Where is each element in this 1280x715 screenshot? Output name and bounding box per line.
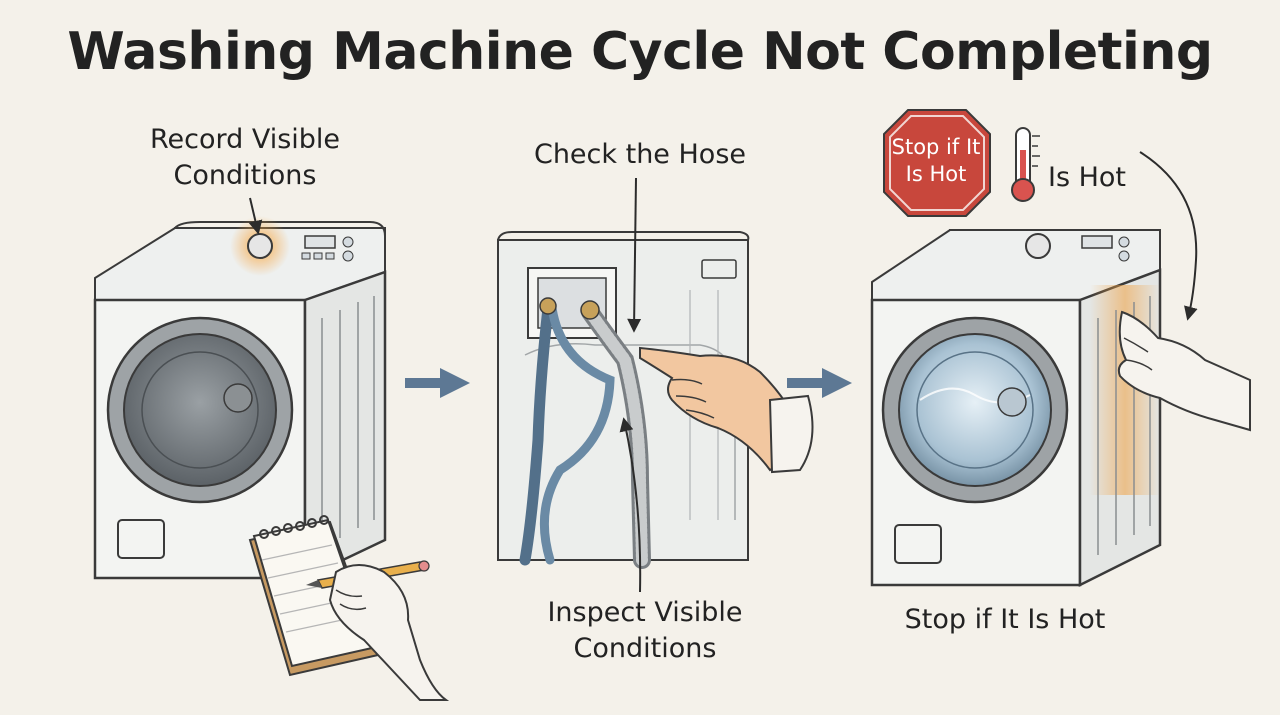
hose-icon <box>519 297 651 569</box>
step-hose-label: Check the Hose <box>533 139 747 170</box>
stop-sign-line1: Stop if It <box>891 135 981 159</box>
step-stop-label: Stop if It Is Hot <box>904 604 1106 635</box>
heat-pointer-arrow <box>1139 151 1198 321</box>
step-record-line1: Record Visible <box>149 124 341 155</box>
record-pointer-arrow <box>248 197 263 235</box>
hand-icon <box>639 346 814 474</box>
step-inspect-line2: Conditions <box>573 633 717 664</box>
inspect-pointer-arrow <box>619 417 642 593</box>
washing-machine-icon <box>93 216 387 580</box>
is-hot-caption: Is Hot <box>1048 162 1127 193</box>
washing-machine-icon <box>870 229 1162 588</box>
step-inspect-line1: Inspect Visible <box>547 597 743 628</box>
page-title: Washing Machine Cycle Not Completing <box>67 22 1213 82</box>
arrow-right-icon <box>405 368 470 398</box>
stop-sign-icon <box>883 109 991 217</box>
stop-sign-text: Stop if It Is Hot <box>878 134 994 188</box>
hand-icon <box>1117 310 1251 432</box>
hose-pointer-arrow <box>627 177 642 333</box>
thermometer-icon <box>1011 127 1040 202</box>
step-record-line2: Conditions <box>173 160 317 191</box>
hand-icon <box>328 564 450 701</box>
step-inspect-label: Inspect Visible Conditions <box>520 595 770 667</box>
step-record-label: Record Visible Conditions <box>130 122 360 194</box>
arrow-right-icon <box>787 368 852 398</box>
stop-sign-line2: Is Hot <box>905 162 967 186</box>
